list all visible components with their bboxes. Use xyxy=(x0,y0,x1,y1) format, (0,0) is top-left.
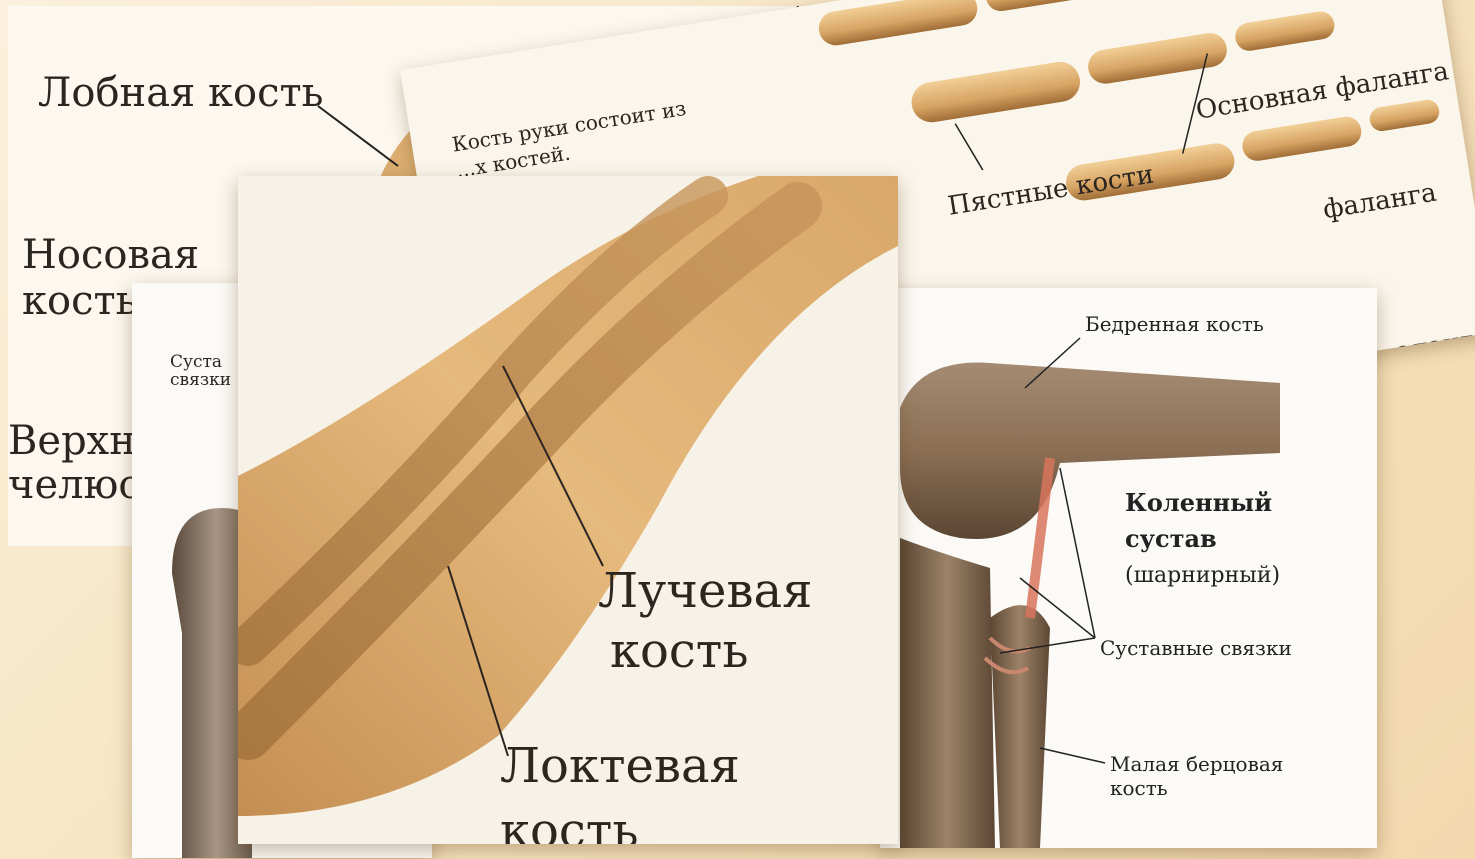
fibula-label-line2: кость xyxy=(1110,776,1168,800)
nasal-bone-label-line1: Носовая xyxy=(22,232,199,278)
ulna-label-line2: кость xyxy=(500,806,638,844)
femur-label: Бедренная кость xyxy=(1085,312,1264,336)
ulna-label-line1: Локтевая xyxy=(500,741,740,791)
radius-label-line1: Лучевая xyxy=(598,566,812,616)
nasal-bone-label-line2: кость xyxy=(22,278,137,324)
upper-jaw-label-line1: Верхн xyxy=(8,418,136,464)
upper-jaw-label-line2: челюс xyxy=(8,462,141,508)
joint-ligament-label-line2: связки xyxy=(170,371,231,389)
radius-label-line2: кость xyxy=(610,626,748,676)
knee-joint-type-label: (шарнирный) xyxy=(1125,564,1280,588)
forearm-card: Лучевая кость Локтевая кость xyxy=(238,176,898,844)
knee-joint-title-line2: сустав xyxy=(1125,524,1217,554)
knee-card: Бедренная кость Коленный сустав (шарнирн… xyxy=(880,288,1377,848)
ligaments-label: Суставные связки xyxy=(1100,636,1292,660)
joint-ligament-label-line1: Суста xyxy=(170,353,222,371)
fibula-label-line1: Малая берцовая xyxy=(1110,752,1283,776)
knee-joint-title-line1: Коленный xyxy=(1125,488,1272,518)
frontal-bone-label: Лобная кость xyxy=(38,70,323,116)
